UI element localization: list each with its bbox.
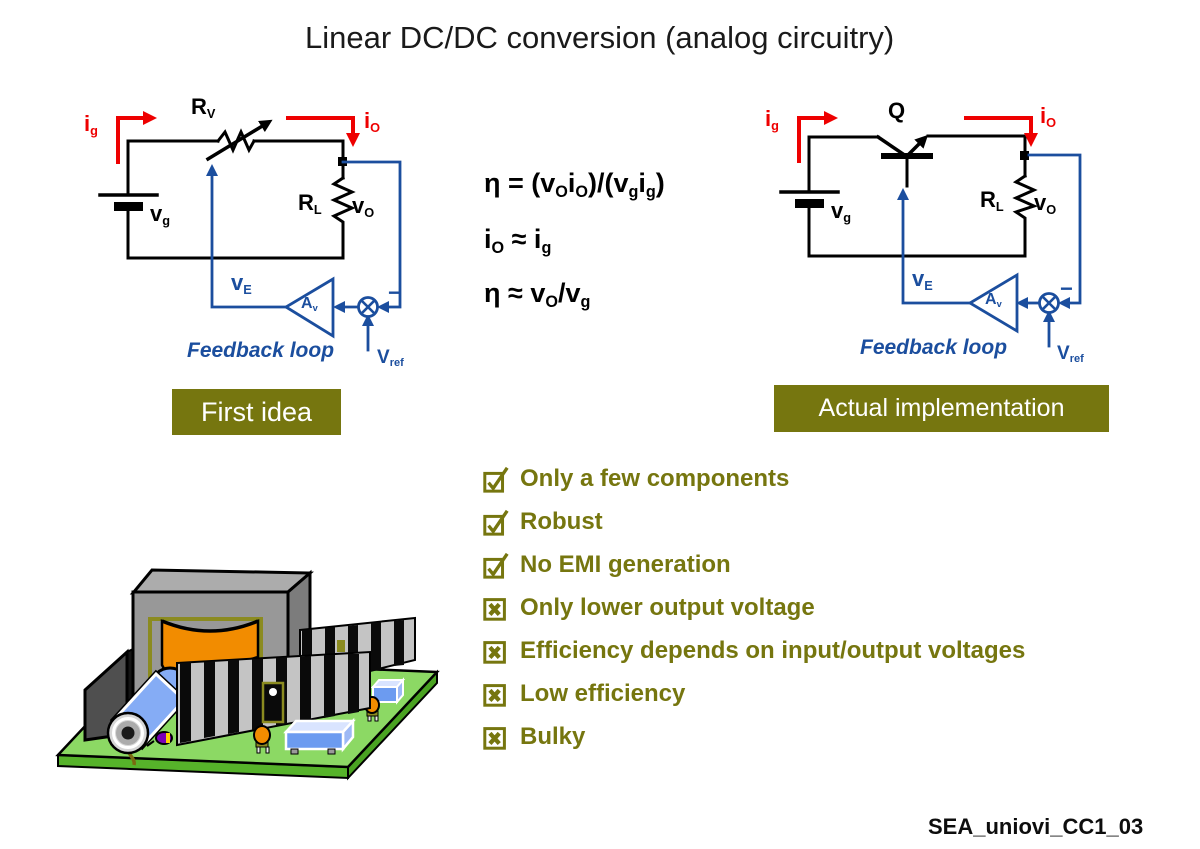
list-item: Only a few components	[482, 464, 1025, 494]
transistor-icon	[875, 134, 933, 188]
vg-label-left: vg	[150, 201, 171, 228]
list-item: Robust	[482, 507, 1025, 537]
load-resistor-icon	[1012, 173, 1039, 224]
opamp-icon	[967, 272, 1019, 334]
io-label-right: iO	[1040, 103, 1057, 130]
actual-implementation-caption: Actual implementation	[774, 385, 1109, 432]
crossed-checkbox-icon	[483, 641, 506, 664]
list-item: No EMI generation	[482, 550, 1025, 580]
item-label: Low efficiency	[520, 680, 686, 707]
ve-label-left: vE	[231, 270, 252, 297]
vo-label-left: vO	[352, 193, 375, 220]
io-label-left: iO	[364, 108, 381, 135]
item-label: Efficiency depends on input/output volta…	[520, 637, 1026, 664]
ig-label-left: ig	[84, 111, 98, 138]
list-item: Bulky	[482, 722, 1025, 752]
efficiency-equation: η = (vOiO)/(vgig)	[484, 168, 665, 201]
pros-cons-list: Only a few components Robust No EM	[482, 464, 1025, 765]
rl-label-right: RL	[980, 187, 1004, 214]
minus-sign-left: −	[388, 280, 401, 305]
first-idea-caption: First idea	[172, 389, 341, 435]
load-resistor-icon	[330, 175, 356, 228]
left-circuit-diagram	[98, 111, 402, 352]
q-label: Q	[888, 98, 906, 123]
crossed-checkbox-icon	[483, 727, 506, 750]
output-current-arrow	[286, 116, 360, 147]
list-item: Efficiency depends on input/output volta…	[482, 636, 1025, 666]
checked-checkbox-icon	[483, 552, 509, 579]
av-label-left: Av	[301, 295, 318, 313]
crossed-checkbox-icon	[483, 684, 506, 707]
current-approx-equation: iO ≈ ig	[484, 224, 552, 257]
battery-icon	[779, 190, 840, 208]
item-label: Bulky	[520, 723, 586, 750]
signal-diode	[146, 731, 173, 747]
list-item: Low efficiency	[482, 679, 1025, 709]
list-item: Only lower output voltage	[482, 593, 1025, 623]
item-label: Only a few components	[520, 465, 790, 492]
small-capacitor-front	[253, 725, 271, 754]
item-label: No EMI generation	[520, 551, 731, 578]
slide-title: Linear DC/DC conversion (analog circuitr…	[305, 20, 895, 55]
input-current-arrow	[797, 111, 838, 163]
feedback-loop-wires	[206, 160, 402, 352]
feedback-loop-label-left: Feedback loop	[187, 339, 335, 362]
feedback-loop-label-right: Feedback loop	[860, 336, 1008, 359]
rv-label: RV	[191, 94, 216, 121]
power-supply-illustration	[55, 568, 440, 781]
checked-checkbox-icon	[483, 509, 509, 536]
slide-id: SEA_uniovi_CC1_03	[928, 814, 1144, 839]
output-node	[1020, 151, 1029, 160]
ve-label-right: vE	[912, 266, 933, 293]
ig-label-right: ig	[765, 106, 779, 133]
vg-label-right: vg	[831, 198, 852, 225]
crossed-checkbox-icon	[483, 598, 506, 621]
film-capacitor-small	[370, 677, 406, 705]
item-label: Only lower output voltage	[520, 594, 815, 621]
av-label-right: Av	[985, 291, 1002, 309]
item-label: Robust	[520, 508, 603, 535]
minus-sign-right: −	[1060, 276, 1073, 301]
right-circuit-diagram	[779, 111, 1082, 348]
variable-resistor-icon	[205, 119, 273, 162]
feedback-loop-wires	[897, 153, 1082, 348]
output-current-arrow	[964, 116, 1038, 147]
vref-label-left: Vref	[377, 347, 404, 370]
vref-label-right: Vref	[1057, 343, 1084, 366]
summing-junction-icon	[1038, 292, 1060, 314]
battery-icon	[98, 193, 159, 211]
film-capacitor-large	[283, 717, 356, 755]
power-transistor	[261, 681, 285, 724]
vo-label-right: vO	[1034, 190, 1057, 217]
input-current-arrow	[116, 111, 157, 164]
efficiency-approx-equation: η ≈ vO/vg	[484, 278, 591, 311]
opamp-icon	[283, 276, 335, 339]
summing-junction-icon	[357, 296, 379, 318]
rl-label-left: RL	[298, 190, 322, 217]
checked-checkbox-icon	[483, 466, 509, 493]
